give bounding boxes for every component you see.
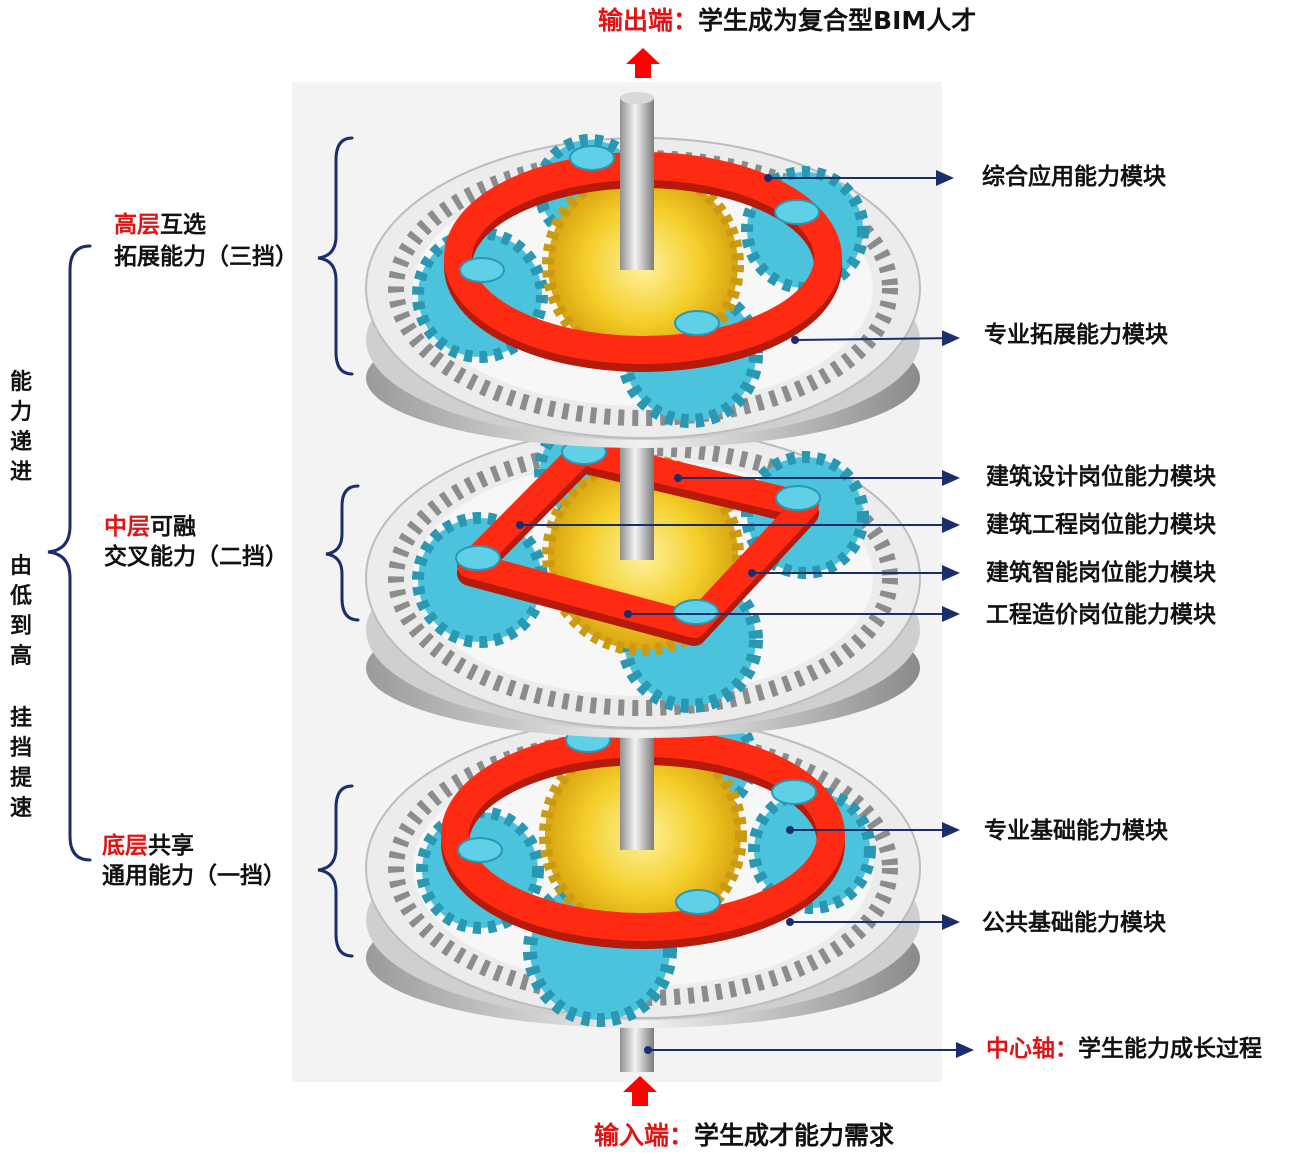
level-mid-line2: 交叉能力（二挡） [104, 544, 288, 570]
level-low-key: 底层 [102, 833, 148, 859]
vchar: 提 [9, 766, 32, 791]
level-high-key: 高层 [114, 212, 160, 238]
output-arrow-icon [626, 48, 660, 78]
module-label-professional-basics: 专业基础能力模块 [984, 818, 1168, 844]
level-mid-key: 中层 [104, 514, 150, 540]
vertical-text-shift-speed: 挂 挡 提 速 [8, 704, 34, 824]
level-low-line2: 通用能力（一挡） [102, 863, 286, 889]
leader-dot [624, 610, 632, 618]
module-label-cost-engineering: 工程造价岗位能力模块 [986, 602, 1216, 628]
brace-top [317, 136, 354, 376]
vertical-text-low-to-high: 由 低 到 高 [8, 552, 34, 672]
input-arrow-icon [623, 1076, 657, 1106]
vchar: 高 [9, 644, 32, 669]
vchar: 低 [9, 584, 32, 609]
axis-dot [644, 1046, 652, 1054]
center-axis-label: 中心轴：学生能力成长过程 [986, 1038, 1262, 1061]
level-low-rest: 共享 [148, 833, 194, 859]
center-axis-prefix: 中心轴： [986, 1036, 1078, 1062]
input-end-prefix: 输入端： [594, 1121, 695, 1150]
vchar: 递 [9, 430, 32, 455]
vchar: 速 [9, 796, 32, 821]
module-label-building-intelligence: 建筑智能岗位能力模块 [986, 560, 1216, 586]
module-label-architectural-design: 建筑设计岗位能力模块 [986, 464, 1216, 490]
vchar: 能 [9, 370, 32, 395]
module-label-comprehensive: 综合应用能力模块 [982, 164, 1166, 190]
carrier-square-red [457, 439, 819, 646]
braces [47, 136, 360, 958]
input-end-text: 学生成才能力需求 [694, 1121, 895, 1150]
axis-top [620, 98, 654, 270]
carrier-pins [457, 727, 817, 915]
gear-level-top [365, 134, 921, 448]
vchar: 由 [9, 554, 32, 579]
level-mid-rest: 可融 [150, 514, 196, 540]
module-label-professional-expansion: 专业拓展能力模块 [984, 322, 1168, 348]
leader-dot [791, 336, 799, 344]
level-high-line2: 拓展能力（三挡） [114, 244, 298, 270]
level-mid-line1: 中层可融 [104, 516, 196, 539]
vchar: 力 [9, 400, 32, 425]
module-label-construction-engineering: 建筑工程岗位能力模块 [986, 512, 1216, 538]
carrier-pins [459, 145, 820, 336]
vchar: 进 [9, 460, 32, 485]
brace-bottom [317, 784, 354, 958]
level-high-line1: 高层互选 [114, 214, 206, 237]
gear-level-middle [365, 414, 921, 738]
vchar: 挡 [9, 736, 32, 761]
level-high-rest: 互选 [160, 212, 206, 238]
leader-dot [786, 826, 794, 834]
leader-dot [748, 569, 756, 577]
output-end-prefix: 输出端： [598, 6, 699, 35]
level-low-line1: 底层共享 [102, 835, 194, 858]
output-end-label: 输出端：学生成为复合型BIM人才 [598, 8, 976, 33]
brace-left-big [47, 244, 92, 862]
vchar: 挂 [9, 706, 32, 731]
leader-arrows [520, 170, 974, 1058]
leader-dot [516, 521, 524, 529]
leader-dot [786, 918, 794, 926]
leader-dot [674, 474, 682, 482]
brace-middle [325, 484, 360, 622]
module-label-public-basics: 公共基础能力模块 [982, 910, 1166, 936]
axis-cap [620, 92, 654, 104]
center-axis-text: 学生能力成长过程 [1078, 1036, 1262, 1062]
vchar: 到 [9, 614, 32, 639]
input-end-label: 输入端：学生成才能力需求 [594, 1123, 894, 1148]
vertical-text-ability-progress: 能 力 递 进 [8, 368, 34, 488]
leader-dot [764, 174, 772, 182]
output-end-text: 学生成为复合型BIM人才 [698, 6, 977, 35]
